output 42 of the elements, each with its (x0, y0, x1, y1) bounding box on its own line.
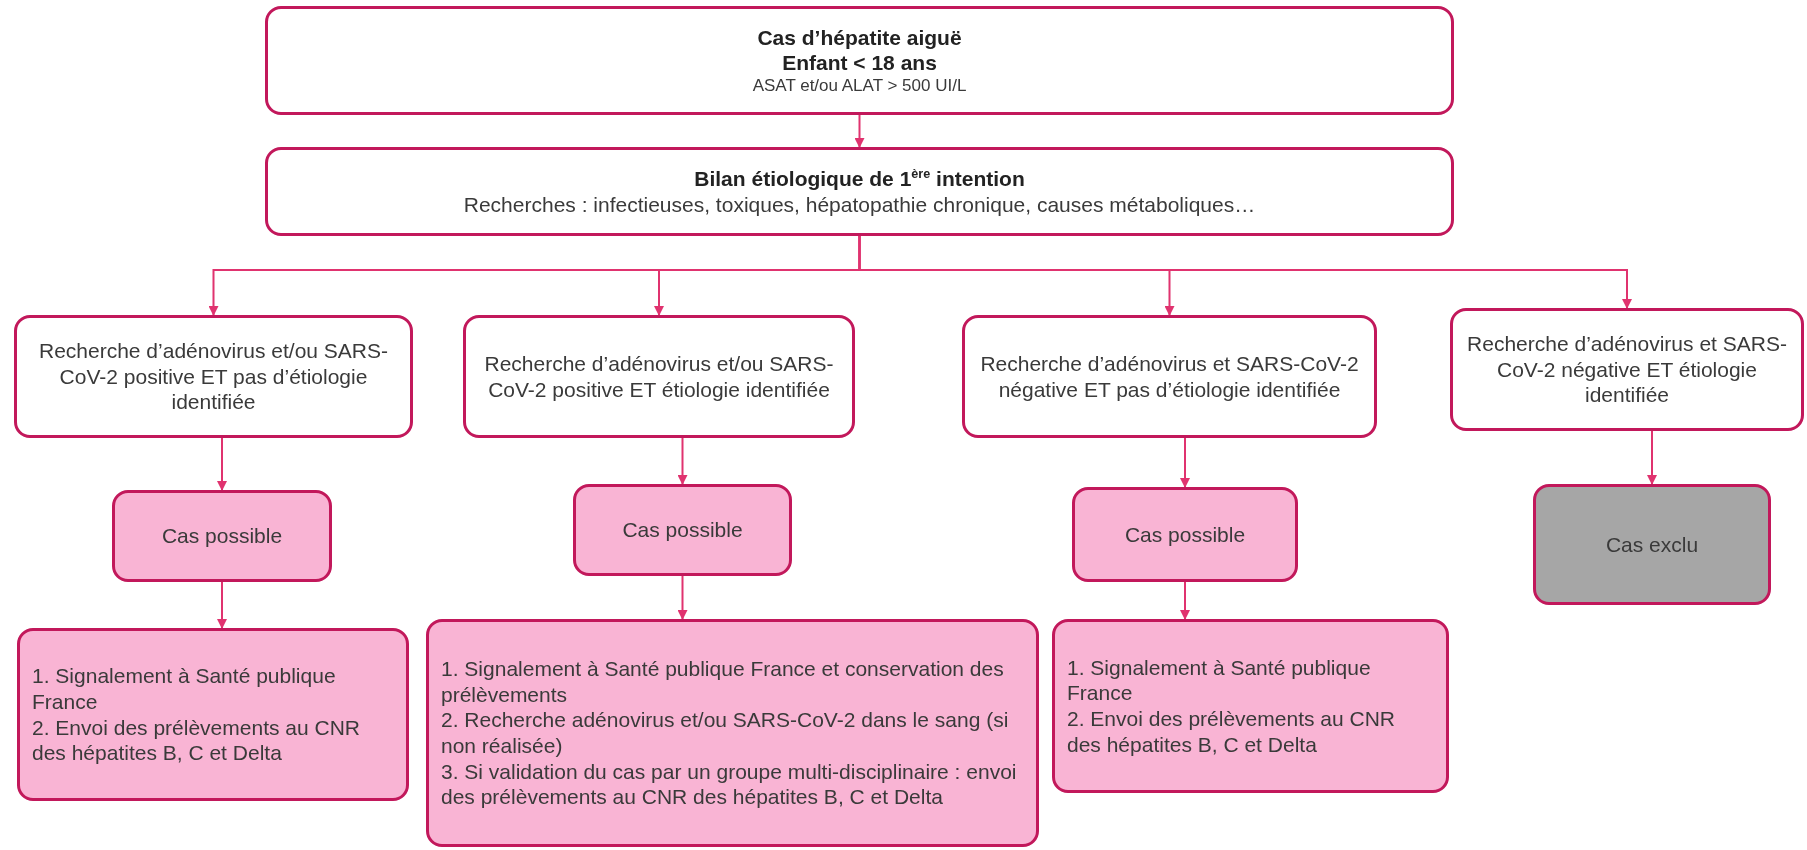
result-box (573, 484, 792, 576)
box-heading: Cas d’hépatite aiguë (757, 24, 962, 51)
arrow (217, 437, 227, 491)
arrow (1180, 437, 1190, 488)
box-text: Cas possible (161, 523, 283, 549)
arrow (854, 114, 865, 148)
arrow (1647, 430, 1657, 485)
result-box (112, 490, 332, 582)
arrow (677, 575, 688, 620)
box-text: 2. Envoi des prélèvements au CNR des hépatites B, C et Delta (32, 714, 361, 766)
excluded-box (1533, 484, 1771, 605)
box-text: 1. Signalement à Santé publique France (32, 663, 337, 715)
result-box (17, 628, 409, 801)
box-text: 1. Signalement à Santé publique France (1067, 654, 1372, 706)
result-box (1072, 487, 1298, 582)
box-text: Recherche d’adénovirus et SARS-CoV-2 négative ET pas d’étiologie identifiée (979, 350, 1360, 403)
arrow (217, 581, 227, 629)
process-box (265, 147, 1454, 236)
box-heading: Enfant < 18 ans (782, 50, 937, 76)
result-box (1052, 619, 1449, 793)
box-text: Cas possible (1124, 521, 1246, 548)
process-box (1450, 308, 1804, 431)
result-box (426, 619, 1039, 847)
box-text: ASAT et/ou ALAT > 500 UI/L (752, 75, 967, 97)
process-box (463, 315, 855, 438)
box-text: 2. Envoi des prélèvements au CNR des hépatites B, C et Delta (1067, 706, 1396, 758)
box-text: 2. Recherche adénovirus et/ou SARS-CoV-2 dans le sang (si non réalisée) (441, 707, 1010, 759)
box-heading: Bilan étiologique de 1$^{ère}$ intention (694, 165, 1025, 192)
arrow (677, 437, 688, 485)
box-text: Recherche d’adénovirus et/ou SARS-CoV-2 positive ET pas d’étiologie identifiée (38, 338, 389, 415)
process-box (14, 315, 413, 438)
box-text: 3. Si validation du cas par un groupe multi-disciplinaire : envoi des prélèvements au CNR des hépatites B, C et Delta (441, 758, 1018, 810)
box-text: 1. Signalement à Santé publique France et conservation des prélèvements (441, 656, 1005, 708)
process-box (962, 315, 1377, 438)
box-text: Recherche d’adénovirus et/ou SARS-CoV-2 positive ET étiologie identifiée (483, 350, 835, 403)
box-text: Recherches : infectieuses, toxiques, hépatopathie chronique, causes métaboliques… (463, 191, 1256, 218)
box-text: Recherche d’adénovirus et SARS-CoV-2 négative ET étiologie identifiée (1466, 331, 1788, 408)
process-box (265, 6, 1454, 115)
arrow (1180, 581, 1190, 620)
box-text: Cas exclu (1605, 531, 1699, 558)
arrow (858, 235, 1632, 309)
box-text: Cas possible (622, 517, 743, 543)
